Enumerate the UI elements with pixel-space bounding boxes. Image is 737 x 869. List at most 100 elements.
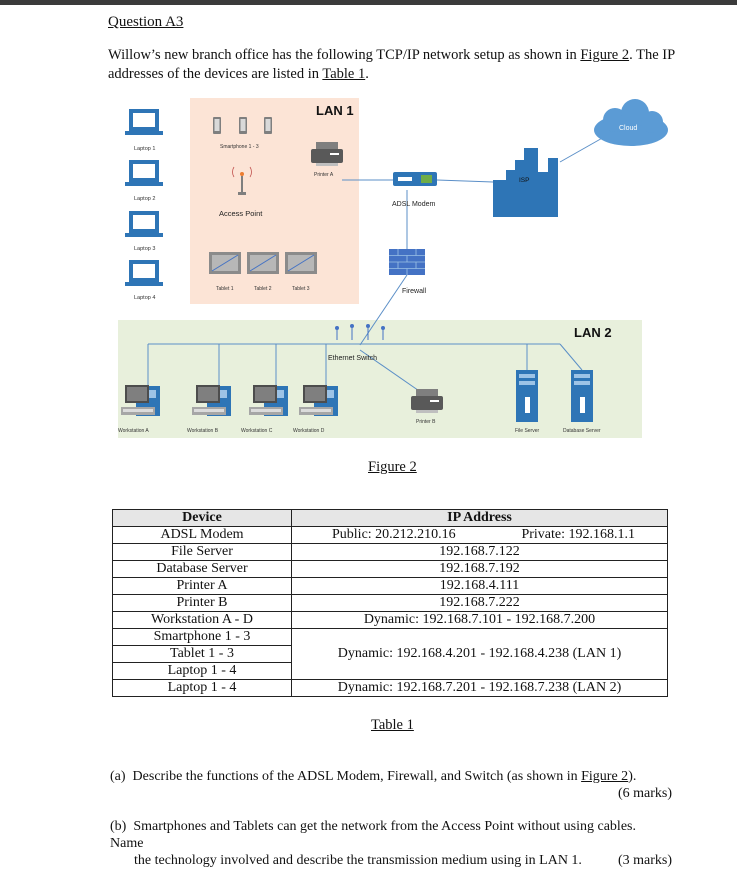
table-header-cell: IP Address (291, 509, 668, 527)
cloud-icon (594, 99, 668, 146)
device-cell: Tablet 1 - 3 (112, 645, 292, 663)
workstation-label: Workstation D (293, 428, 325, 434)
laptop-icon (125, 160, 163, 186)
device-cell: Laptop 1 - 4 (112, 679, 292, 697)
workstation-icon (249, 385, 288, 416)
laptop-icon (125, 109, 163, 135)
tablet-icon (209, 252, 317, 274)
device-cell: Printer B (112, 594, 292, 612)
printer-b-label: Printer B (416, 419, 436, 425)
ip-cell: Dynamic: 192.168.7.101 - 192.168.7.200 (291, 611, 668, 629)
smartphone-icon (213, 117, 272, 134)
part-label: (b) (110, 819, 127, 834)
intro-text-3: . (365, 66, 369, 82)
ip-cell: 192.168.7.222 (291, 594, 668, 612)
workstation-label: Workstation C (241, 428, 273, 434)
isp-label: ISP (519, 177, 529, 184)
public-ip: Public: 20.212.210.16 (332, 527, 456, 542)
file-server-icon (516, 370, 538, 422)
part-b-line1: Smartphones and Tablets can get the netw… (110, 819, 636, 851)
figure-caption: Figure 2 (368, 459, 417, 475)
marks-label: (3 marks) (617, 853, 672, 868)
table-row: Database Server 192.168.7.192 (112, 560, 668, 578)
top-border (0, 0, 737, 5)
table-row: Smartphone 1 - 3 Dynamic: 192.168.4.201 … (112, 628, 668, 680)
ip-cell: 192.168.4.111 (291, 577, 668, 595)
intro-text-1: Willow’s new branch office has the follo… (108, 47, 581, 63)
table-header-row: Device IP Address (112, 509, 668, 527)
printer-icon (411, 389, 443, 413)
private-ip: Private: 192.168.1.1 (521, 527, 635, 542)
device-cell: File Server (112, 543, 292, 561)
laptop-icon (125, 260, 163, 286)
file-server-label: File Server (515, 428, 540, 434)
table-row: Laptop 1 - 4 (112, 662, 668, 680)
question-heading: Question A3 (108, 14, 184, 30)
device-cell: Workstation A - D (112, 611, 292, 629)
part-label: (a) (110, 769, 126, 784)
ip-cell: Public: 20.212.210.16 Private: 192.168.1.… (291, 526, 668, 544)
workstation-label: Workstation A (118, 428, 149, 434)
network-diagram: LAN 1 LAN 2 Laptop 1 Laptop 2 Laptop 3 L… (118, 98, 668, 438)
question-intro: Willow’s new branch office has the follo… (108, 46, 678, 84)
question-part-b: (b) Smartphones and Tablets can get the … (110, 818, 672, 869)
laptop-label: Laptop 3 (134, 246, 155, 252)
ip-cell: 192.168.7.122 (291, 543, 668, 561)
device-cell: Database Server (112, 560, 292, 578)
table-row: Workstation A - D Dynamic: 192.168.7.101… (112, 611, 668, 629)
tablet-label: Tablet 3 (292, 286, 310, 292)
device-cell: ADSL Modem (112, 526, 292, 544)
figure-reference: Figure 2 (580, 47, 630, 63)
ip-cell: 192.168.7.192 (291, 560, 668, 578)
switch-icon (335, 324, 385, 340)
access-point-label: Access Point (219, 209, 263, 218)
device-cell: Smartphone 1 - 3 (112, 628, 292, 646)
table-row: File Server 192.168.7.122 (112, 543, 668, 561)
tablet-label: Tablet 2 (254, 286, 272, 292)
part-b-line2: the technology involved and describe the… (134, 853, 582, 868)
laptop-icon (125, 211, 163, 237)
device-cell: Laptop 1 - 4 (112, 662, 292, 680)
table-row: Laptop 1 - 4 Dynamic: 192.168.7.201 - 19… (112, 679, 668, 697)
access-point-icon (232, 166, 252, 195)
ip-cell: Dynamic: 192.168.4.201 - 192.168.4.238 (… (291, 628, 668, 680)
adsl-modem-label: ADSL Modem (392, 201, 435, 208)
part-a-text-end: ). (628, 769, 637, 784)
cloud-label: Cloud (619, 125, 637, 132)
figure-reference: Figure 2 (581, 769, 629, 784)
part-a-text: Describe the functions of the ADSL Modem… (132, 769, 582, 784)
laptop-label: Laptop 1 (134, 146, 155, 152)
smartphone-label: Smartphone 1 - 3 (220, 144, 259, 150)
workstation-icon (192, 385, 231, 416)
lan1-label: LAN 1 (316, 103, 354, 118)
tablet-label: Tablet 1 (216, 286, 234, 292)
table-row: Printer B 192.168.7.222 (112, 594, 668, 612)
lan2-label: LAN 2 (574, 325, 612, 340)
device-cell: Printer A (112, 577, 292, 595)
laptop-label: Laptop 4 (134, 295, 155, 301)
printer-icon (311, 142, 343, 166)
workstation-label: Workstation B (187, 428, 219, 434)
printer-a-label: Printer A (314, 172, 334, 178)
workstation-icon (121, 385, 160, 416)
firewall-icon (389, 249, 425, 275)
table-caption: Table 1 (371, 717, 414, 733)
firewall-label: Firewall (402, 288, 427, 295)
table-row: ADSL Modem Public: 20.212.210.16 Private:… (112, 526, 668, 544)
table-row: Printer A 192.168.4.111 (112, 577, 668, 595)
workstation-icon (299, 385, 338, 416)
adsl-modem-icon (393, 172, 437, 186)
switch-label: Ethernet Switch (328, 355, 377, 362)
database-server-icon (571, 370, 593, 422)
ip-address-table: Device IP Address ADSL Modem Public: 20.… (112, 509, 668, 697)
table-header-cell: Device (112, 509, 292, 527)
lan2-zone (118, 320, 642, 438)
intro-text-2: . The IP addresses of the devices are li… (108, 47, 675, 82)
table-reference: Table 1 (322, 66, 366, 82)
question-part-a: (a) Describe the functions of the ADSL M… (110, 768, 672, 802)
laptop-label: Laptop 2 (134, 196, 155, 202)
isp-building-icon (493, 148, 558, 217)
database-server-label: Database Server (563, 428, 601, 434)
ip-cell: Dynamic: 192.168.7.201 - 192.168.7.238 (… (291, 679, 668, 697)
marks-label: (6 marks) (617, 786, 672, 801)
